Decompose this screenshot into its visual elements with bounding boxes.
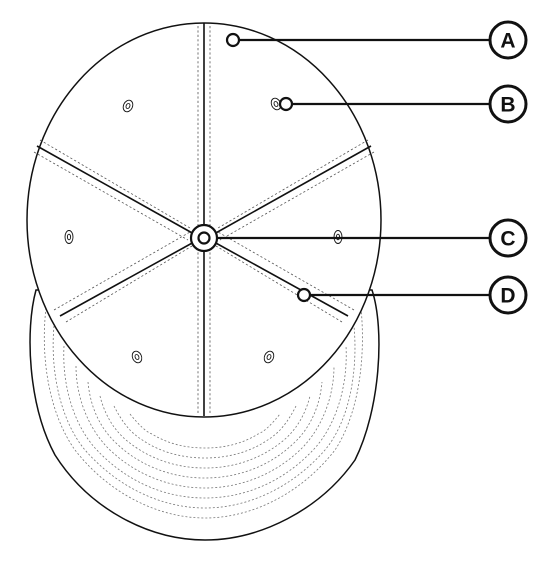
eyelet [263, 350, 275, 364]
panel-stitching [33, 26, 375, 414]
callout-d-label: D [500, 285, 515, 308]
callout-a: A [488, 20, 528, 60]
marker-b [278, 96, 294, 112]
callout-d: D [488, 275, 528, 315]
eyelet [64, 230, 74, 244]
callout-c-label: C [500, 228, 515, 251]
callout-badges: A B C D [488, 20, 528, 315]
cap-crown [26, 22, 382, 418]
brim-stitching [43, 307, 363, 519]
callout-b: B [488, 84, 528, 124]
eyelets [64, 97, 343, 364]
callout-d-circle [488, 275, 528, 315]
panel-seams [36, 23, 372, 416]
callout-leaders [217, 32, 490, 303]
top-button [189, 223, 219, 253]
callout-b-circle [488, 84, 528, 124]
callout-a-label: A [500, 30, 515, 53]
eyelet [122, 99, 134, 113]
callout-c-circle [488, 218, 528, 258]
eyelet [131, 350, 143, 364]
marker-a [225, 32, 241, 48]
callout-c: C [488, 218, 528, 258]
marker-d [296, 287, 312, 303]
callout-a-circle [488, 20, 528, 60]
callout-b-label: B [500, 94, 515, 117]
